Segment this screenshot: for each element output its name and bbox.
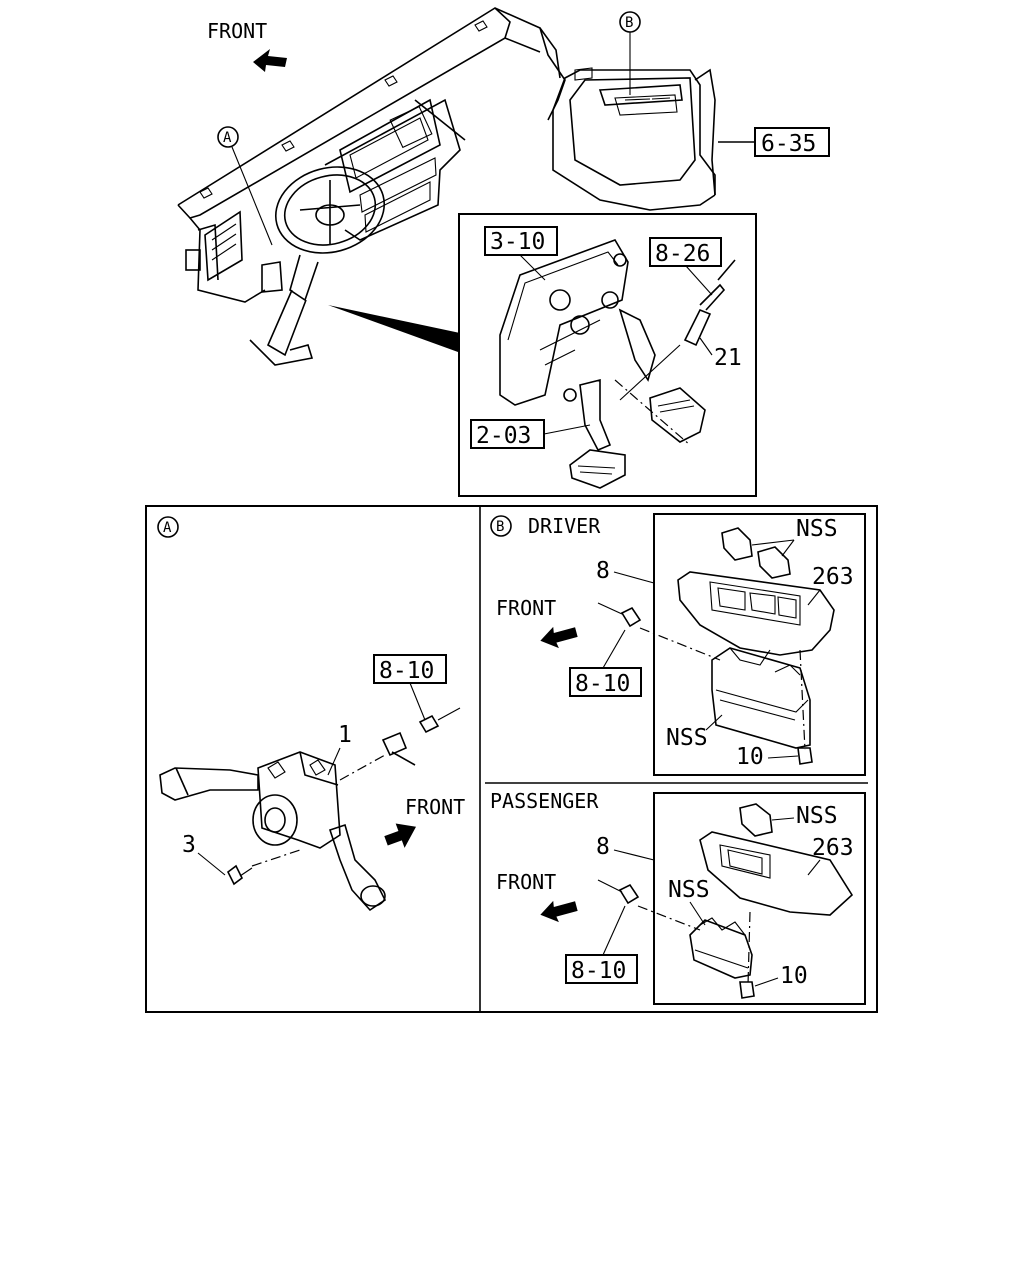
panel-a-num-3: 3: [182, 832, 196, 858]
panel-b-driver: B DRIVER FRONT 8 8-10 NSS 263: [490, 513, 866, 776]
passenger-front-label: FRONT: [496, 870, 556, 894]
panel-a-ref-8-10-box: [373, 654, 447, 684]
ref-3-10-label: 3-10: [490, 229, 545, 255]
panel-b-tag-icon: [490, 515, 512, 537]
pointer-wedge-icon: [328, 305, 460, 352]
driver-front-label: FRONT: [496, 596, 556, 620]
panel-a: A 8-10 1 3 FRONT: [157, 516, 465, 912]
driver-screw-10-icon: [797, 747, 813, 765]
panel-a-num-1: 1: [338, 722, 352, 748]
driver-num-10: 10: [736, 744, 764, 770]
panel-a-front-label: FRONT: [405, 795, 465, 819]
driver-ref-8-10-label: 8-10: [575, 671, 630, 697]
ref-8-26-box: [649, 237, 722, 267]
panel-b-tag: B: [496, 519, 504, 535]
ref-3-10-box: [484, 226, 558, 256]
num-21-label: 21: [714, 345, 742, 371]
driver-num-263: 263: [812, 564, 854, 590]
passenger-num-8: 8: [596, 834, 610, 860]
driver-front-arrow-icon: [540, 626, 578, 649]
screw-3-icon: [226, 864, 244, 886]
passenger-screw-10-icon: [739, 981, 755, 999]
passenger-nss-mid: NSS: [668, 877, 710, 903]
driver-ref-8-10-box: [569, 667, 642, 697]
passenger-switch-frame: [653, 792, 866, 1005]
ref-6-35-label: 6-35: [761, 131, 816, 157]
passenger-num-263: 263: [812, 835, 854, 861]
passenger-front-arrow-icon: [540, 900, 578, 923]
driver-num-8: 8: [596, 558, 610, 584]
passenger-ref-8-10-label: 8-10: [571, 958, 626, 984]
panel-a-tag: A: [163, 520, 172, 536]
dashboard-overview: FRONT: [177, 7, 830, 366]
front-label-top: FRONT: [207, 19, 267, 43]
ref-8-26-label: 8-26: [655, 241, 710, 267]
ref-6-35-box: [754, 127, 830, 157]
driver-nss-top: NSS: [796, 516, 838, 542]
panel-b-driver-title: DRIVER: [528, 514, 601, 538]
driver-switch-frame: [653, 513, 866, 776]
panel-a-front-arrow-icon: [384, 823, 417, 848]
passenger-ref-8-10-box: [565, 954, 638, 984]
passenger-nss-top: NSS: [796, 803, 838, 829]
panel-b-passenger: PASSENGER FRONT 8 8-10 NSS 263 NSS: [490, 789, 866, 1005]
passenger-title: PASSENGER: [490, 789, 599, 813]
front-arrow-top-icon: [253, 49, 287, 72]
driver-nss-bottom: NSS: [666, 725, 708, 751]
ref-2-03-label: 2-03: [476, 423, 531, 449]
callout-a-icon: [217, 126, 239, 148]
callout-a-label: A: [223, 130, 232, 146]
panel-a-tag-icon: [157, 516, 179, 538]
passenger-num-10: 10: [780, 963, 808, 989]
pedal-inset: 3-10 8-26 21 2-03: [458, 213, 757, 497]
callout-b-label: B: [625, 15, 633, 31]
panel-a-ref-8-10-label: 8-10: [379, 658, 434, 684]
